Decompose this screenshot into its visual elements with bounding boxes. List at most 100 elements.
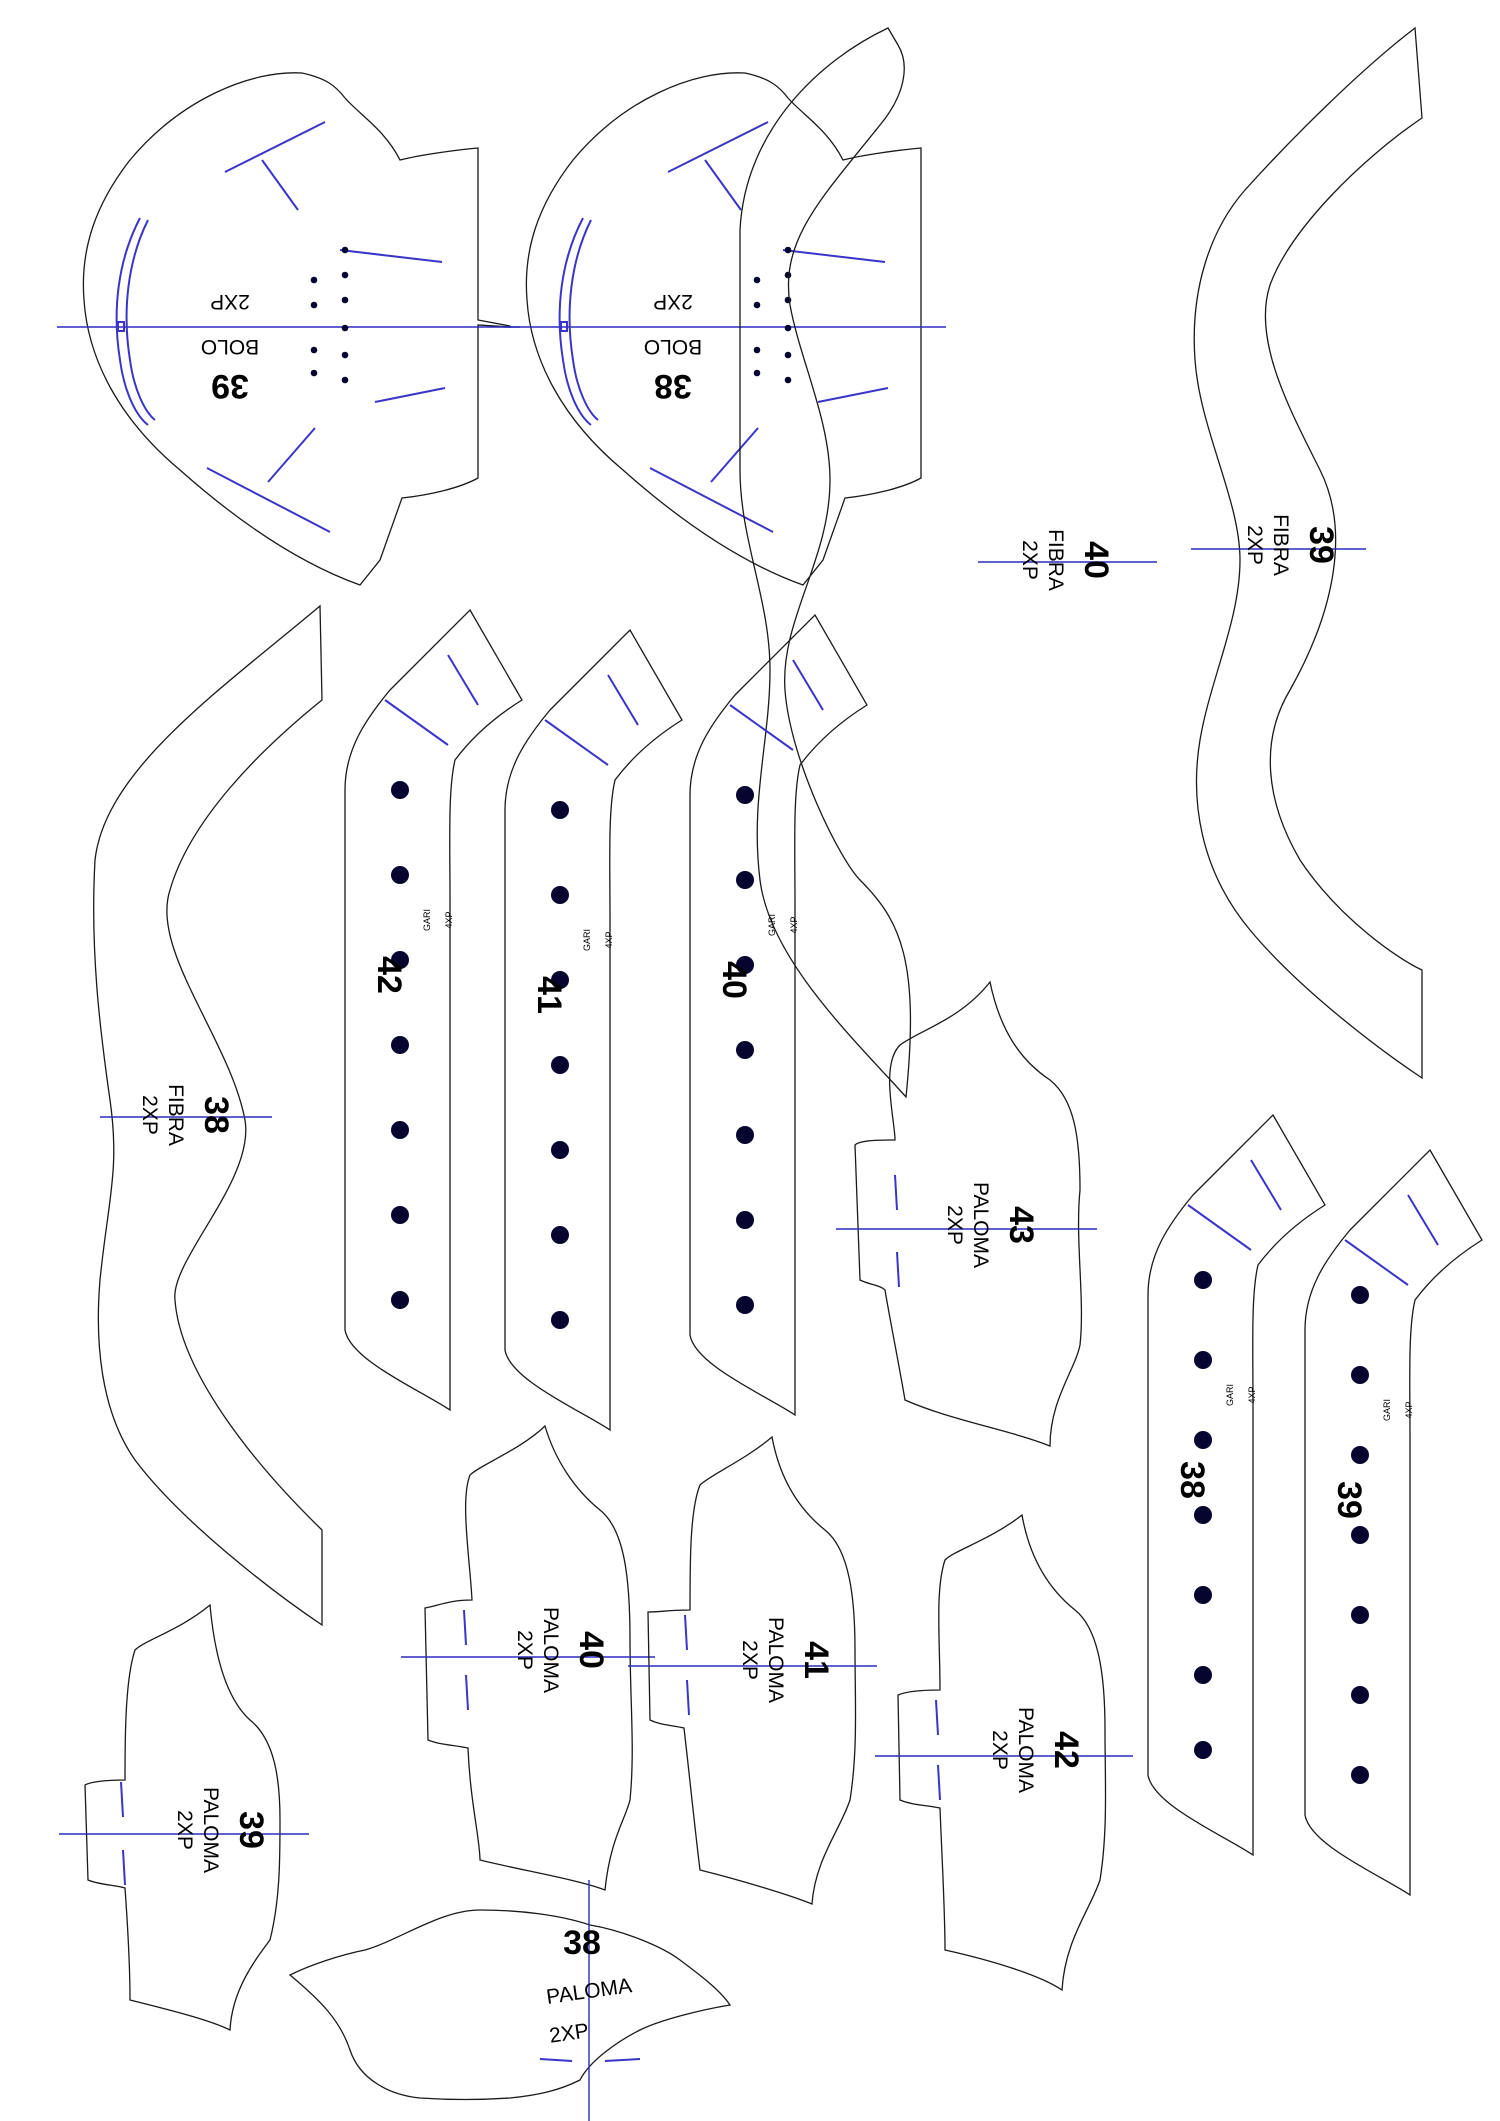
piece-paloma-43: 43 PALOMA 2XP <box>836 980 1097 1447</box>
paloma-39-qty: 2XP <box>173 1810 196 1850</box>
gari-39-holes <box>1351 1286 1369 1784</box>
gari-42-holes <box>391 781 409 1309</box>
gari-39-slots <box>1344 1194 1439 1286</box>
paloma-40-qty: 2XP <box>513 1630 536 1670</box>
bolo-38-outline <box>525 72 922 586</box>
gari-39-qty: 4XP <box>1404 1401 1414 1418</box>
gari-40-slots <box>729 659 824 751</box>
fibra-38-outline <box>93 604 323 1627</box>
bolo-38-curved-slot <box>558 217 599 426</box>
gari-40-holes <box>736 786 754 1314</box>
bolo-38-center-mark <box>560 321 568 332</box>
gari-42-slots <box>384 654 479 746</box>
piece-gari-42: 42 GARI 4XP <box>344 608 523 1412</box>
bolo-39-holes <box>310 246 349 384</box>
fibra-39-size: 39 <box>1302 526 1340 564</box>
bolo-39-slots <box>206 121 446 533</box>
bolo-39-center-mark <box>117 321 125 332</box>
gari-41-holes <box>551 801 569 1329</box>
piece-fibra-40: 40 FIBRA 2XP <box>739 27 1157 1099</box>
gari-41-slots <box>544 674 639 766</box>
piece-paloma-38: 38 PALOMA 2XP <box>288 1880 732 2121</box>
gari-40-outline <box>689 613 868 1417</box>
gari-42-size: 42 <box>370 956 408 994</box>
bolo-38-qty: 2XP <box>653 290 693 313</box>
fibra-39-outline <box>1193 26 1423 1080</box>
paloma-41-name: PALOMA <box>764 1617 787 1703</box>
paloma-40-slots <box>463 1609 469 1711</box>
gari-39-outline <box>1304 1148 1483 1897</box>
gari-42-qty: 4XP <box>444 911 454 928</box>
piece-gari-40: 40 GARI 4XP <box>689 613 868 1417</box>
paloma-41-size: 41 <box>797 1641 835 1679</box>
piece-bolo-38: 38 BOLO 2XP <box>503 72 946 586</box>
gari-40-name: GARI <box>767 914 777 936</box>
bolo-38-slots <box>649 121 889 533</box>
paloma-40-outline <box>424 1424 633 1891</box>
bolo-39-name: BOLO <box>201 335 259 358</box>
paloma-42-size: 42 <box>1047 1731 1085 1769</box>
gari-38-size: 38 <box>1173 1461 1211 1499</box>
paloma-39-outline <box>84 1603 281 2032</box>
gari-38-outline <box>1147 1113 1326 1857</box>
fibra-40-size: 40 <box>1077 541 1115 579</box>
fibra-39-name: FIBRA <box>1269 514 1292 576</box>
gari-42-name: GARI <box>422 909 432 931</box>
paloma-40-name: PALOMA <box>539 1607 562 1693</box>
piece-paloma-39: 39 PALOMA 2XP <box>59 1603 309 2032</box>
paloma-39-size: 39 <box>232 1811 270 1849</box>
paloma-39-name: PALOMA <box>199 1787 222 1873</box>
piece-gari-41: 41 GARI 4XP <box>504 628 683 1432</box>
piece-fibra-39: 39 FIBRA 2XP <box>1191 26 1423 1080</box>
fibra-40-outline <box>739 27 912 1099</box>
paloma-42-name: PALOMA <box>1014 1707 1037 1793</box>
piece-gari-39: 39 GARI 4XP <box>1304 1148 1483 1897</box>
bolo-39-outline <box>82 72 511 586</box>
gari-38-qty: 4XP <box>1247 1386 1257 1403</box>
gari-40-size: 40 <box>715 961 753 999</box>
paloma-43-size: 43 <box>1002 1206 1040 1244</box>
fibra-38-name: FIBRA <box>164 1084 187 1146</box>
paloma-43-outline <box>854 980 1083 1447</box>
piece-fibra-38: 38 FIBRA 2XP <box>93 604 323 1627</box>
piece-paloma-42: 42 PALOMA 2XP <box>875 1513 1133 1992</box>
fibra-38-qty: 2XP <box>138 1095 161 1135</box>
bolo-39-size: 39 <box>211 367 249 405</box>
fibra-40-qty: 2XP <box>1018 540 1041 580</box>
bolo-38-size: 38 <box>654 367 692 405</box>
paloma-42-qty: 2XP <box>988 1730 1011 1770</box>
gari-41-qty: 4XP <box>604 931 614 948</box>
paloma-38-qty: 2XP <box>548 2019 591 2047</box>
paloma-38-outline <box>288 1909 732 2101</box>
paloma-41-qty: 2XP <box>738 1640 761 1680</box>
paloma-41-outline <box>647 1435 857 1905</box>
paloma-43-qty: 2XP <box>943 1205 966 1245</box>
paloma-41-slots <box>684 1614 690 1716</box>
gari-38-name: GARI <box>1225 1384 1235 1406</box>
gari-41-name: GARI <box>582 929 592 951</box>
gari-42-outline <box>344 608 523 1412</box>
fibra-39-qty: 2XP <box>1243 525 1266 565</box>
gari-39-name: GARI <box>1382 1399 1392 1421</box>
paloma-43-name: PALOMA <box>969 1182 992 1268</box>
paloma-40-size: 40 <box>572 1631 610 1669</box>
piece-paloma-40: 40 PALOMA 2XP <box>401 1424 655 1891</box>
piece-gari-38: 38 GARI 4XP <box>1147 1113 1326 1857</box>
gari-38-slots <box>1187 1159 1282 1251</box>
bolo-38-name: BOLO <box>644 335 702 358</box>
bolo-38-holes <box>753 246 792 384</box>
paloma-38-size: 38 <box>563 1924 601 1962</box>
fibra-40-name: FIBRA <box>1044 529 1067 591</box>
gari-40-qty: 4XP <box>789 916 799 933</box>
paloma-43-slots <box>894 1174 900 1288</box>
paloma-38-slots <box>539 2058 641 2062</box>
paloma-39-slots <box>120 1781 126 1886</box>
paloma-42-slots <box>935 1699 941 1801</box>
gari-39-size: 39 <box>1330 1481 1368 1519</box>
paloma-42-outline <box>897 1513 1107 1992</box>
piece-paloma-41: 41 PALOMA 2XP <box>628 1435 877 1905</box>
bolo-39-curved-slot <box>115 217 156 426</box>
bolo-39-qty: 2XP <box>210 290 250 313</box>
